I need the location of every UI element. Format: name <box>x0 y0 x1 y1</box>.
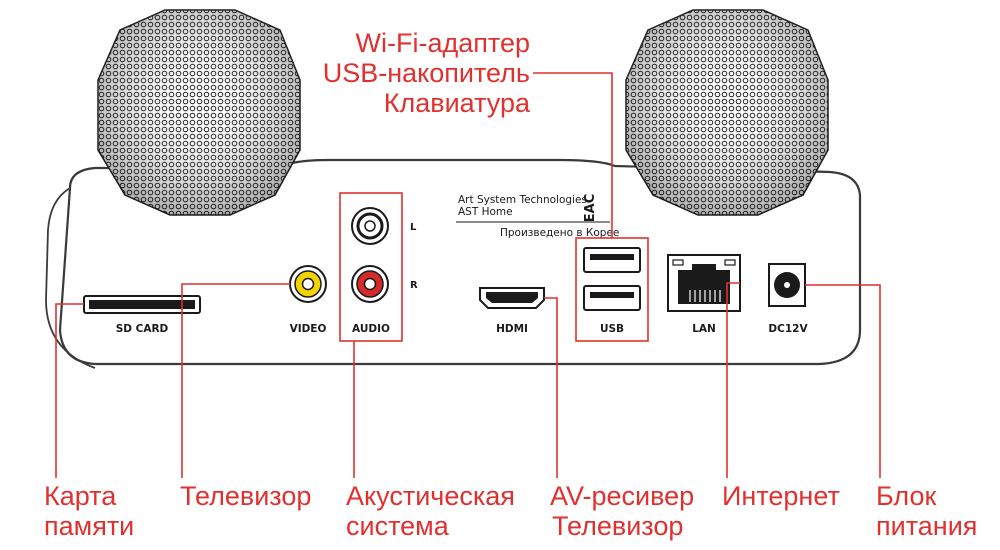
sd-card-label: SD CARD <box>116 323 169 335</box>
usb-port-1[interactable] <box>583 247 641 273</box>
dc-port[interactable] <box>768 263 806 307</box>
audio-right-port[interactable] <box>351 265 389 303</box>
audio-label: AUDIO <box>352 323 390 335</box>
audio-highlight-box <box>339 192 403 342</box>
callout-internet: Интернет <box>722 481 840 511</box>
callout-power-line1: Блок <box>876 481 936 511</box>
lan-port[interactable] <box>667 254 741 312</box>
dc-label: DC12V <box>768 323 808 335</box>
video-label: VIDEO <box>290 323 327 335</box>
sd-card-slot[interactable] <box>83 295 201 314</box>
callout-acoustic-line2: система <box>346 511 450 541</box>
callout-lines <box>55 72 881 478</box>
audio-left-label: L <box>410 222 417 233</box>
callout-usb-line1: Wi-Fi-адаптер <box>356 28 530 58</box>
brand-line1: Art System Technologies <box>458 194 587 206</box>
callout-usb-line2: USB-накопитель <box>323 58 530 88</box>
callout-acoustic-line1: Акустическая <box>346 481 515 511</box>
hdmi-label: HDMI <box>496 323 528 335</box>
lan-label: LAN <box>692 323 716 335</box>
callout-power-line2: питания <box>876 511 977 541</box>
video-port[interactable] <box>289 265 327 303</box>
eac-mark: EAC <box>583 194 598 222</box>
callout-tv: Телевизор <box>180 481 311 511</box>
callout-memory-line1: Карта <box>44 481 117 511</box>
callout-usb-line3: Клавиатура <box>384 88 531 118</box>
audio-right-label: R <box>410 280 418 291</box>
usb-label: USB <box>600 323 624 335</box>
callout-av-line1: AV-ресивер <box>550 481 694 511</box>
hdmi-port[interactable] <box>479 287 545 309</box>
usb-port-2[interactable] <box>583 285 641 311</box>
callout-av-line2: Телевизор <box>552 511 683 541</box>
right-speaker <box>625 9 829 216</box>
left-speaker <box>97 9 301 216</box>
audio-left-port[interactable] <box>351 207 389 245</box>
made-in-label: Произведено в Корее <box>500 227 619 239</box>
callout-memory-line2: памяти <box>44 511 134 541</box>
brand-line2: AST Home <box>458 206 513 218</box>
